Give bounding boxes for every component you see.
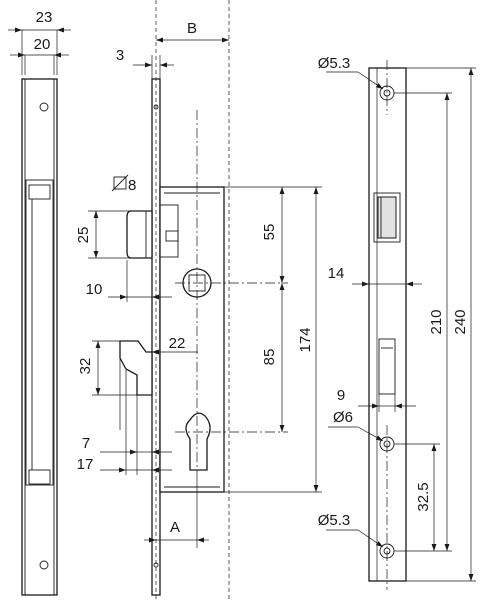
dim-label-case-height: 174 [297, 327, 314, 352]
faceplate-front-view [21, 78, 58, 596]
dim-label-latch-height: 25 [75, 227, 92, 244]
strike-bolt-opening [378, 338, 396, 395]
leader-line [357, 529, 384, 548]
dim-label-latch-projection: 10 [86, 281, 103, 298]
dim-label-strike-length: 240 [452, 309, 469, 334]
dim-label-faceplate-inner: 20 [34, 36, 51, 53]
cylinder-hole-profile [185, 412, 211, 471]
dim-label-strike-hole-span: 210 [428, 309, 445, 334]
dim-label-spindle-square: 8 [128, 177, 136, 194]
dim-label-strike-bolt-width: 9 [337, 387, 345, 404]
faceplate-opening-bottom-tab [28, 469, 51, 485]
dim-label-strike-latch-width: 14 [328, 265, 345, 282]
dim-label-hole-top: Ø5.3 [318, 55, 351, 72]
dim-label-plate-thickness: 3 [116, 47, 124, 64]
faceplate-screw-hole-top [39, 102, 49, 112]
dim-label-cylinder-offset: A [170, 519, 180, 536]
dead-bolt [119, 340, 153, 396]
lock-body-side-view [119, 78, 225, 596]
square-symbol-diagonal [111, 174, 129, 192]
dim-label-85: 85 [261, 349, 278, 366]
strike-latch-opening [373, 192, 401, 243]
latch-bolt [126, 210, 153, 259]
dim-label-hole-spacing: 32.5 [415, 482, 432, 511]
dim-label-bolt-throw: 22 [169, 335, 186, 352]
dim-label-backset: B [187, 20, 197, 37]
faceplate-opening-top-tab [28, 184, 51, 200]
faceplate-screw-hole-bottom [39, 560, 49, 570]
dim-label-hole-bottom: Ø5.3 [318, 512, 351, 529]
faceplate-outline [21, 78, 58, 596]
dim-label-hole-mid: Ø6 [333, 409, 353, 426]
dim-label-faceplate-outer: 23 [36, 9, 53, 26]
faceplate-opening [25, 179, 54, 486]
leader-line [357, 71, 384, 90]
dim-label-7: 7 [82, 435, 90, 452]
dim-label-55: 55 [261, 224, 278, 241]
faceplate-inner-edge [24, 78, 55, 596]
strike-plate-outline [368, 67, 407, 582]
dim-label-bolt-height: 32 [77, 358, 94, 375]
latch-spring-slot [165, 230, 179, 242]
square-symbol-icon [113, 176, 127, 190]
strike-plate-view [368, 67, 407, 582]
dim-label-17: 17 [77, 456, 94, 473]
leader-line [357, 426, 384, 442]
strike-latch-lip [377, 196, 397, 239]
